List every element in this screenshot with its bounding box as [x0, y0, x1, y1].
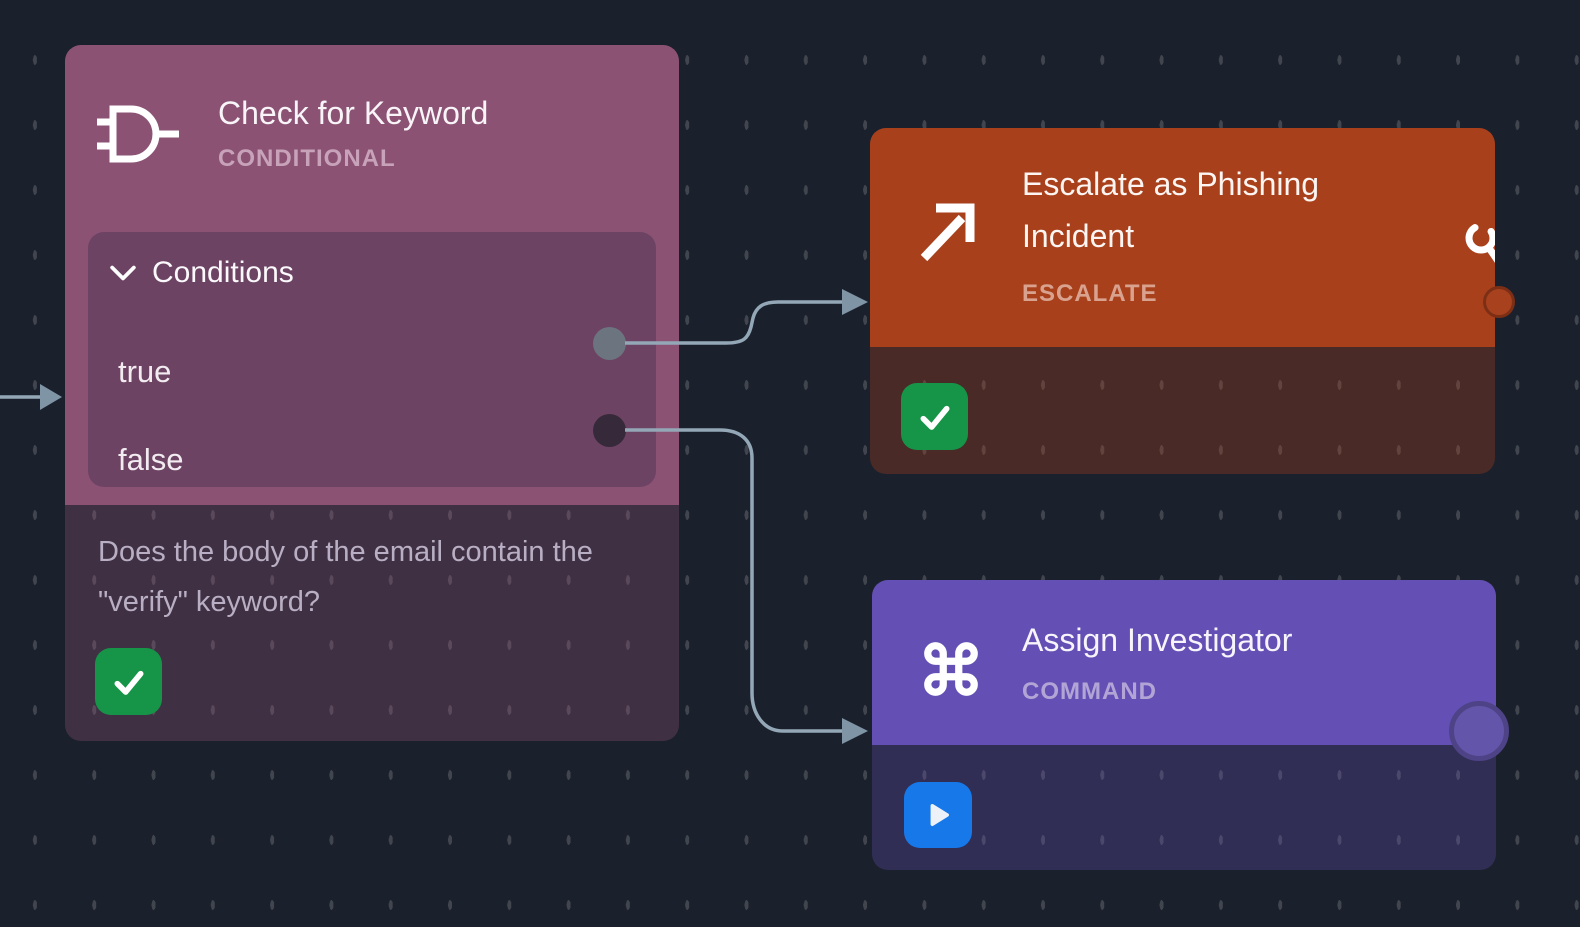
node-command-footer: [872, 745, 1496, 870]
output-port-false[interactable]: [593, 414, 626, 447]
node-command-header[interactable]: Assign Investigator COMMAND: [872, 580, 1496, 745]
output-port-command[interactable]: [1449, 701, 1509, 761]
node-type-label: COMMAND: [1022, 678, 1157, 705]
status-badge-success[interactable]: [95, 648, 162, 715]
output-label-false: false: [118, 442, 184, 477]
node-type-label: ESCALATE: [1022, 280, 1158, 307]
node-escalate-footer: [870, 347, 1495, 474]
output-port-true[interactable]: [593, 327, 626, 360]
arrowhead-false: [842, 718, 868, 744]
check-icon: [920, 405, 949, 430]
node-title: Assign Investigator: [1022, 622, 1293, 658]
play-icon: [930, 804, 949, 826]
node-title: Escalate as Phishing Incident: [1022, 166, 1320, 254]
clipped-ring-icon: [1465, 222, 1495, 263]
node-escalate-header[interactable]: Escalate as Phishing Incident ESCALATE: [870, 128, 1495, 347]
status-badge-success[interactable]: [901, 383, 968, 450]
node-conditional[interactable]: Check for Keyword CONDITIONAL Conditions…: [65, 45, 679, 741]
node-description: Does the body of the email contain the "…: [98, 536, 593, 618]
arrowhead-true: [842, 289, 868, 315]
chevron-down-icon[interactable]: [110, 265, 136, 281]
node-conditional-header[interactable]: Check for Keyword CONDITIONAL Conditions…: [65, 45, 679, 505]
status-badge-run[interactable]: [904, 782, 972, 848]
output-label-true: true: [118, 354, 172, 389]
conditions-header[interactable]: Conditions: [110, 256, 294, 290]
conditions-panel[interactable]: Conditions true false: [88, 232, 656, 487]
command-icon: [924, 642, 978, 696]
node-type-label: CONDITIONAL: [218, 145, 396, 172]
arrowhead-incoming: [40, 384, 62, 410]
output-port-escalate[interactable]: [1483, 286, 1515, 318]
node-title: Check for Keyword: [218, 95, 489, 131]
logic-gate-icon: [97, 105, 179, 163]
conditions-label: Conditions: [152, 256, 294, 289]
node-conditional-footer: Does the body of the email contain the "…: [65, 505, 679, 741]
arrow-up-right-icon: [920, 203, 975, 262]
node-escalate[interactable]: Escalate as Phishing Incident ESCALATE: [870, 128, 1495, 474]
check-icon: [114, 670, 143, 695]
node-command[interactable]: Assign Investigator COMMAND: [872, 580, 1496, 870]
